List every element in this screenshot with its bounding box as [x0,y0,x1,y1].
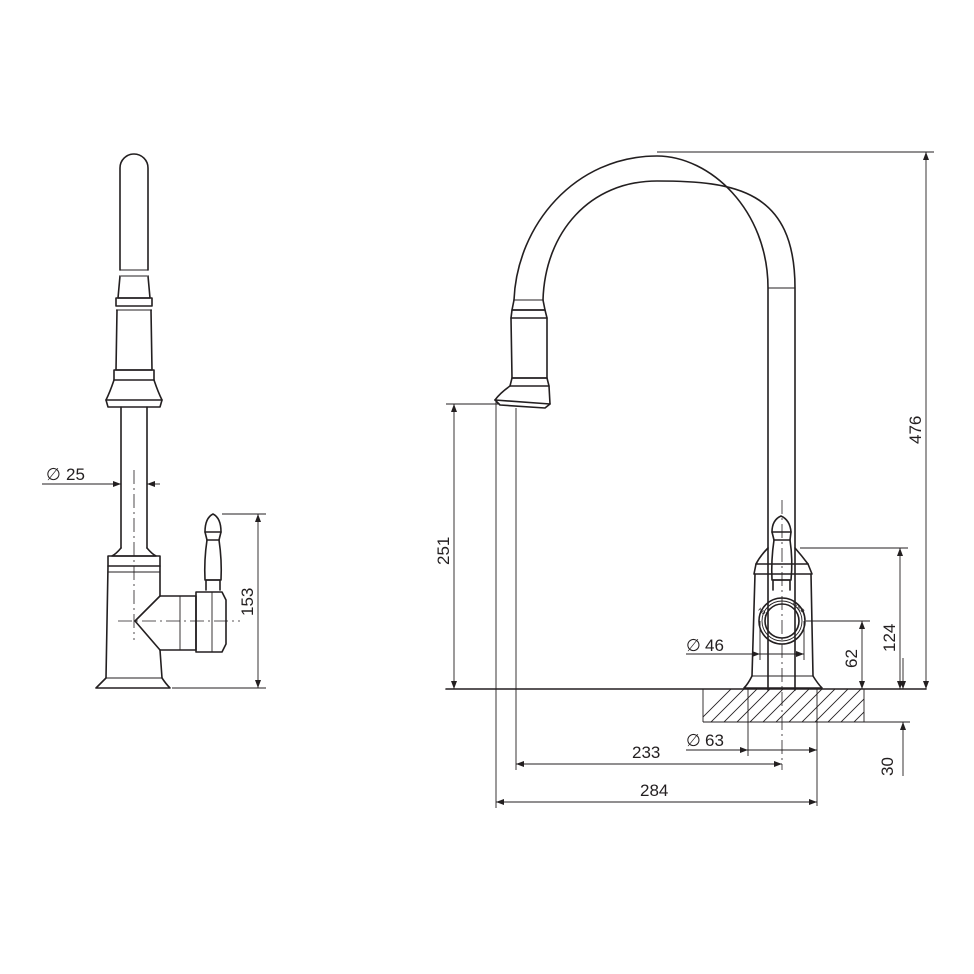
dimension-label-233: 233 [632,743,660,762]
diameter-symbol: ∅ [686,636,701,655]
front-view: HOT COLD [494,155,823,770]
dimension-label-153: 153 [238,588,257,616]
dimension-label-63: 63 [705,731,724,750]
dimension-reach-284: 284 [495,402,817,808]
dimension-reach-233: 233 [515,408,782,770]
dimension-thickness-30: 30 [878,658,906,776]
dimension-height-62: 62 [806,620,870,689]
dimension-height-153: 153 [172,513,266,689]
diameter-symbol: ∅ [686,731,701,750]
dimension-label-46: 46 [705,636,724,655]
dimension-diameter-46: ∅ 46 [686,621,805,660]
hot-label: HOT [757,607,769,618]
dimension-label-30: 30 [878,757,897,776]
dimension-height-251: 251 [434,403,500,689]
dimension-label-284: 284 [640,781,668,800]
dimension-diameter-25: ∅ 25 [42,465,160,487]
dimension-label-251: 251 [434,537,453,565]
dimension-label-124: 124 [880,624,899,652]
side-view [95,153,240,689]
bench-section [445,688,927,723]
dimension-diameter-63: ∅ 63 [686,689,818,806]
dimension-label-476: 476 [906,416,925,444]
diameter-symbol: ∅ [46,465,61,484]
dimension-height-124: 124 [800,547,908,689]
dimension-label-62: 62 [842,649,861,668]
dimension-label-diameter-25: 25 [66,465,85,484]
dimension-height-476: 476 [657,151,934,689]
